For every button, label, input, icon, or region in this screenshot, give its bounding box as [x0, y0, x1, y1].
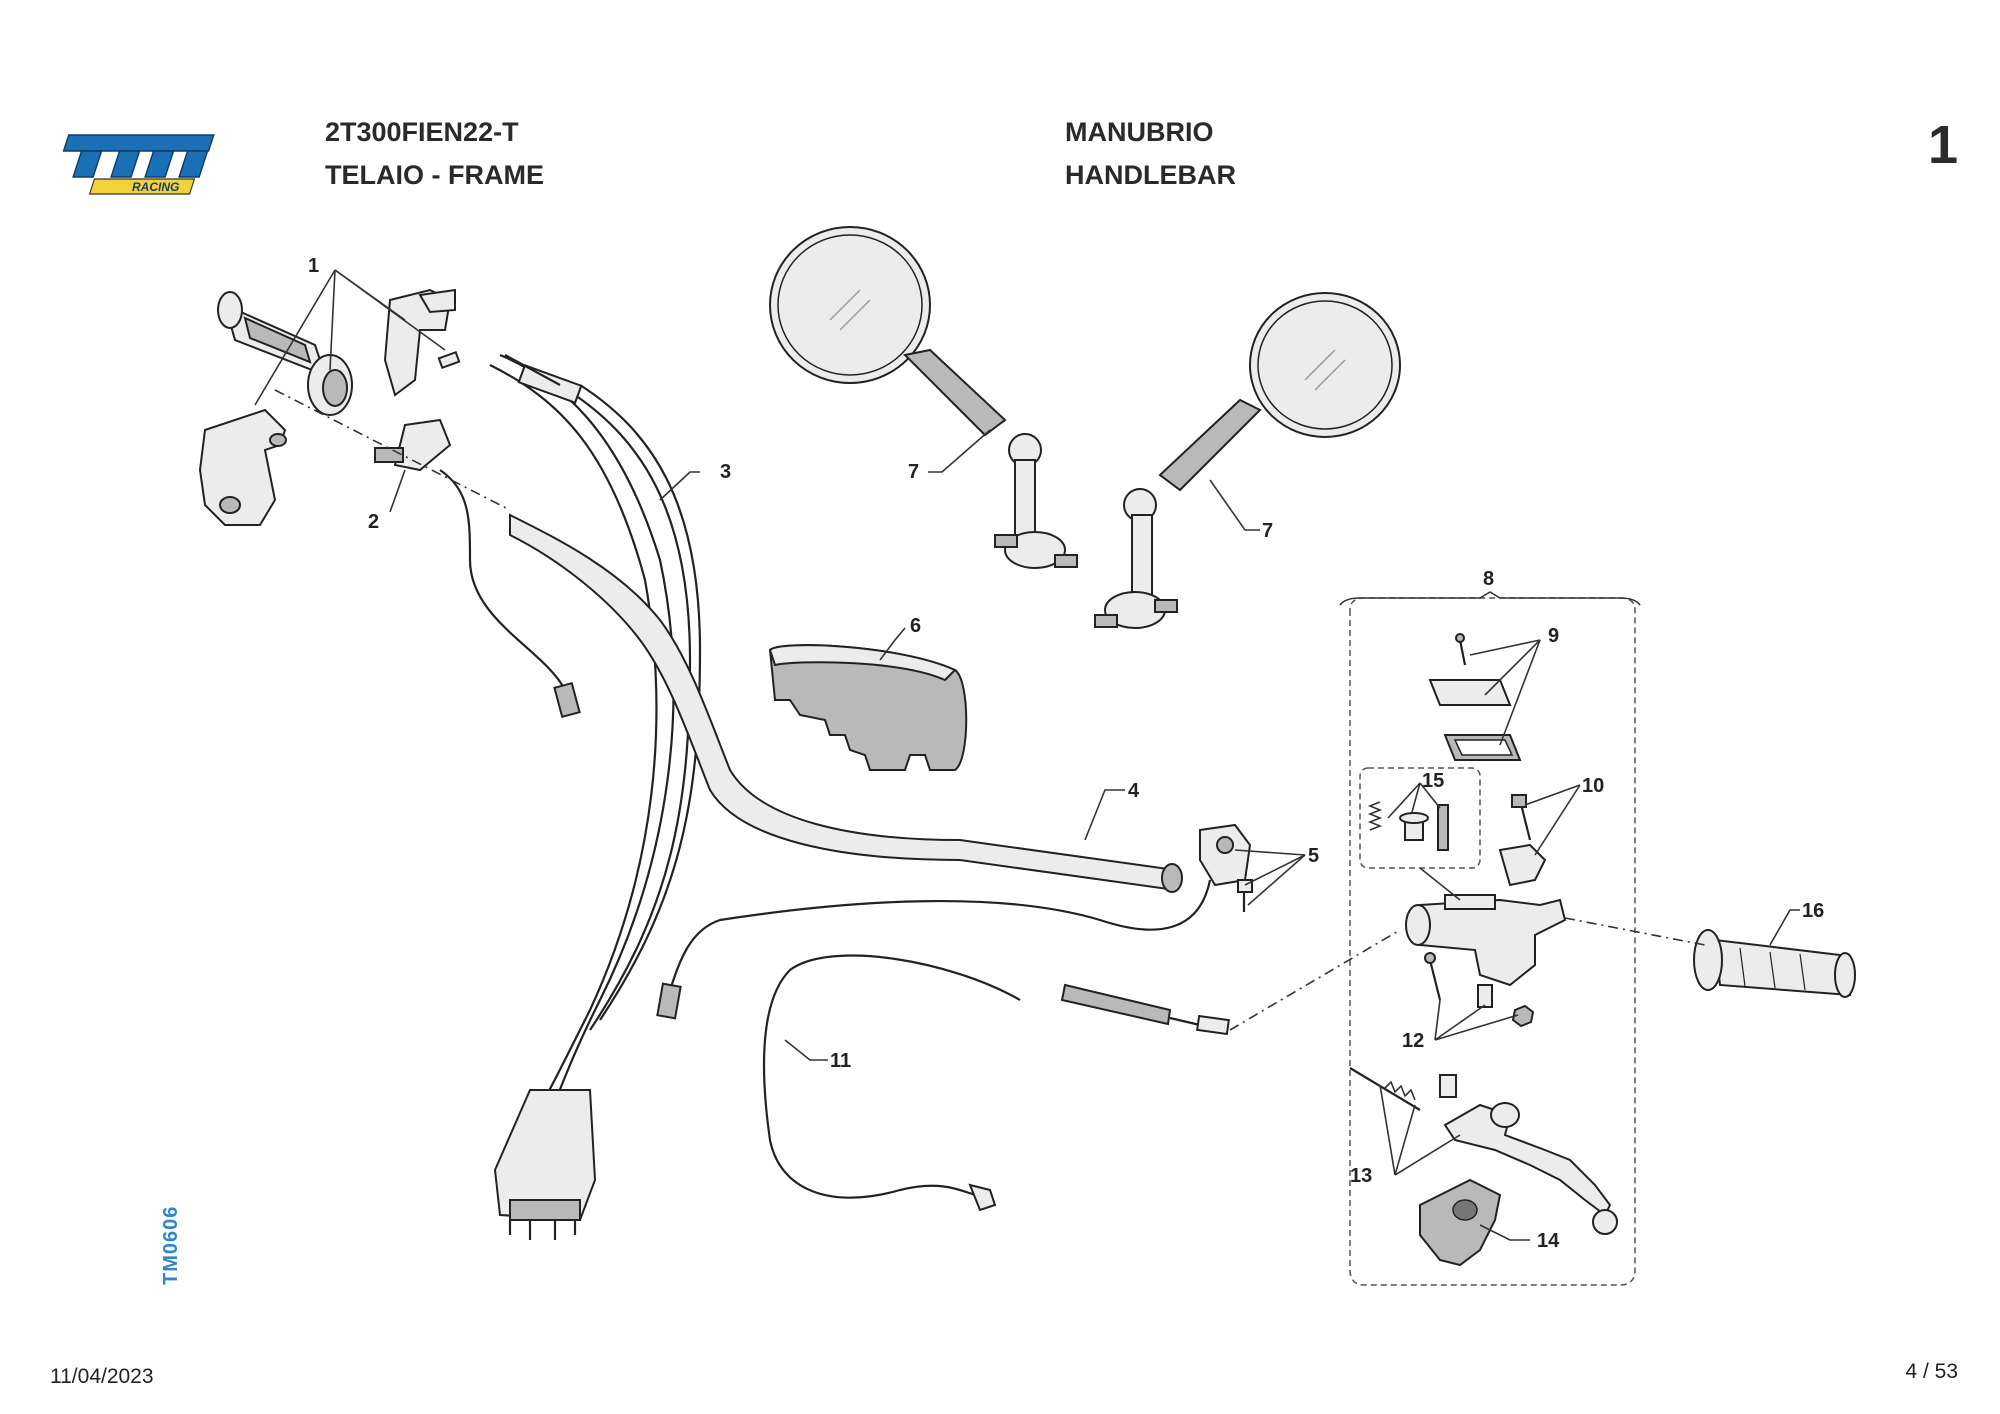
light-switch-part-5 — [656, 823, 1253, 1020]
title-english: HANDLEBAR — [1065, 160, 1236, 190]
section-name: TELAIO - FRAME — [325, 160, 544, 190]
callout-5: 5 — [1308, 845, 1319, 867]
master-cylinder-body — [1405, 794, 1567, 987]
callout-10: 10 — [1582, 775, 1604, 797]
brake-master-cylinder-kit-part-8 — [1339, 591, 1641, 1286]
callout-16: 16 — [1802, 900, 1824, 922]
callout-9: 9 — [1548, 625, 1559, 647]
tm-racing-logo: RACING — [50, 125, 225, 200]
callout-7-left: 7 — [908, 461, 919, 483]
callout-8: 8 — [1483, 568, 1494, 590]
callout-7-right: 7 — [1262, 520, 1273, 542]
page-counter: 4 / 53 — [1905, 1360, 1958, 1383]
print-date: 11/04/2023 — [50, 1365, 154, 1388]
brake-lever-part-13 — [1349, 1067, 1618, 1235]
fasteners-part-12 — [1424, 952, 1535, 1028]
kill-switch-part-2 — [374, 418, 581, 719]
callout-11: 11 — [830, 1050, 851, 1072]
callout-2: 2 — [368, 511, 379, 533]
master-cylinder-internals-part-15 — [1359, 767, 1481, 869]
handlebar-pad-part-6 — [768, 644, 968, 771]
mirror-right-part-7 — [1094, 292, 1401, 629]
document-code: TM0606 — [160, 1205, 182, 1285]
page-number: 1 — [1927, 115, 1958, 175]
brake-hose-part-11 — [762, 954, 1230, 1212]
handlebar-part-4 — [509, 513, 1183, 893]
callout-3: 3 — [720, 461, 731, 483]
right-grip-part-16 — [1693, 929, 1856, 998]
callout-4: 4 — [1128, 780, 1140, 802]
reservoir-cap-part-9 — [1428, 633, 1522, 761]
callout-13: 13 — [1350, 1165, 1372, 1187]
title-italian: MANUBRIO — [1065, 117, 1214, 147]
callout-14: 14 — [1537, 1230, 1560, 1252]
svg-text:RACING: RACING — [132, 180, 179, 194]
callout-1: 1 — [308, 255, 319, 277]
model-code: 2T300FIEN22-T — [325, 117, 519, 147]
throttle-assembly-part-1 — [198, 288, 461, 526]
mirror-left-part-7 — [769, 226, 1078, 569]
callout-6: 6 — [910, 615, 921, 637]
lever-guard-part-14 — [1419, 1178, 1502, 1267]
callout-15: 15 — [1422, 770, 1444, 792]
throttle-cables-part-3 — [489, 353, 702, 1240]
callout-12: 12 — [1402, 1030, 1424, 1052]
